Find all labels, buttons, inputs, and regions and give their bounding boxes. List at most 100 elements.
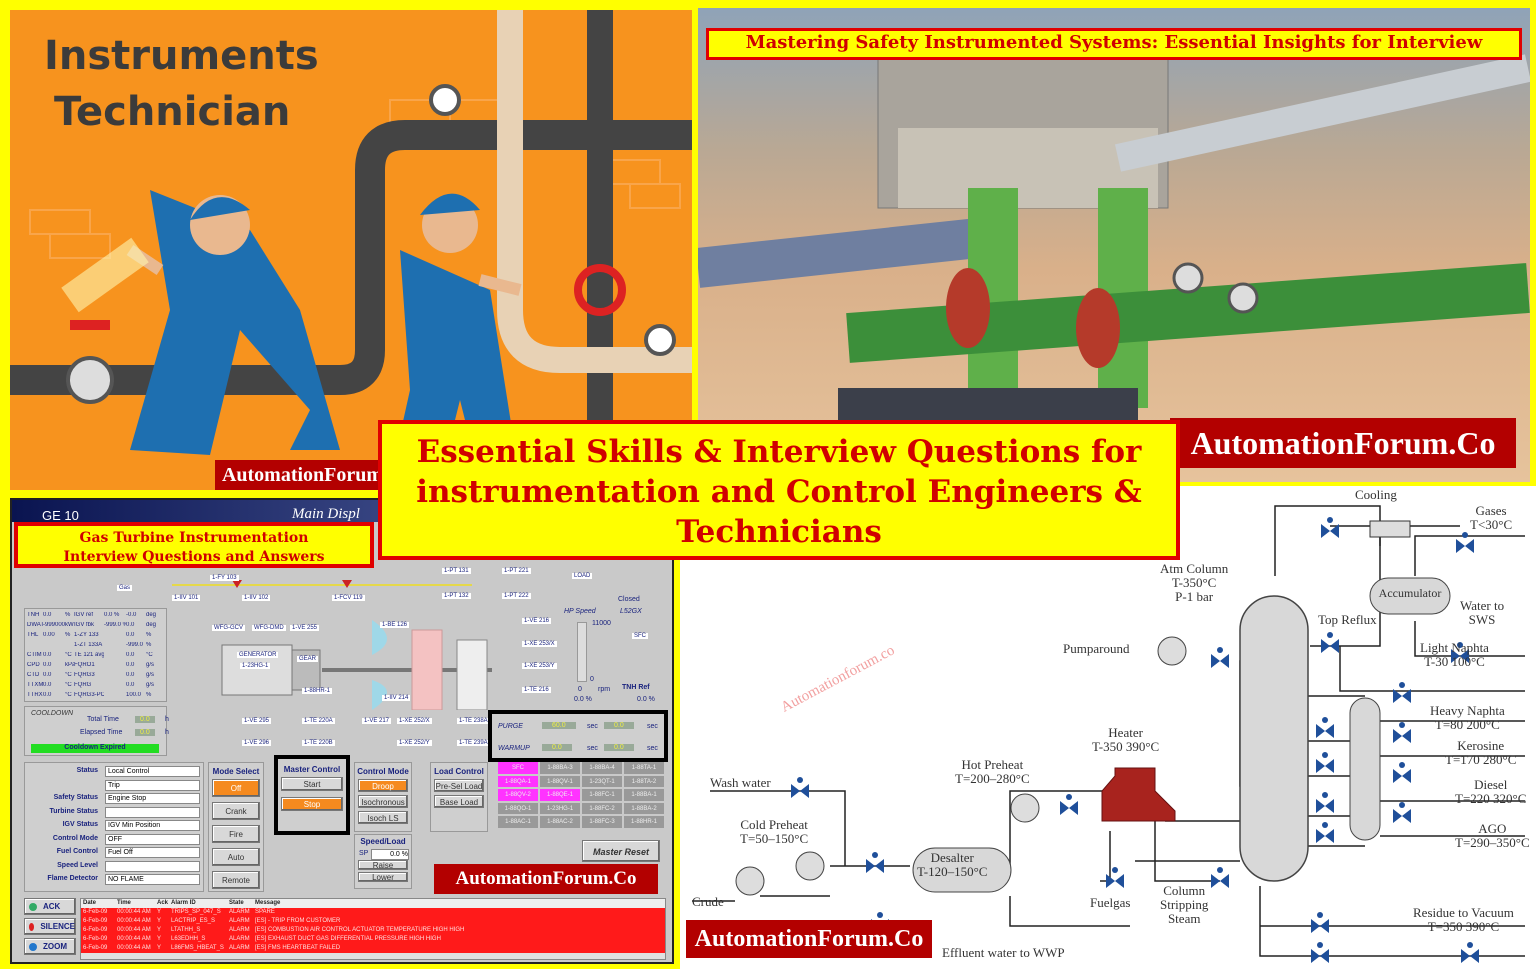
pv-cell: % [146, 642, 152, 648]
cooldown-title: COOLDOWN [31, 710, 73, 717]
instrument-tag: 1-VE 295 [242, 718, 272, 724]
lower-button[interactable]: Lower [358, 872, 408, 882]
motor-status-cell: 1-23HG-1 [540, 802, 580, 815]
cold-preheat-exchanger [795, 851, 825, 881]
column-header: Ack [157, 900, 169, 906]
warmup-value: 0.0 [542, 744, 572, 751]
instrument-tag: 1-VE 255 [290, 625, 320, 631]
alarm-cell: Y [157, 927, 162, 933]
pv-cell: THL [27, 632, 39, 638]
pv-cell: °C [65, 672, 72, 678]
pv-cell: g/s [146, 682, 155, 688]
isoch-ls-button[interactable]: Isoch LS [358, 811, 408, 824]
pv-cell: IGV fbk [74, 622, 95, 628]
l52gx-label: L52GX [620, 608, 642, 615]
pv-cell: 0.0 [126, 682, 135, 688]
alarm-cell: Y [157, 918, 162, 924]
alarm-cell: ALARM [229, 909, 250, 915]
pv-cell: CTD [27, 672, 40, 678]
isochronous-button[interactable]: Isochronous [358, 795, 408, 808]
start-button[interactable]: Start [281, 777, 343, 791]
valve-actuator-icon [1112, 867, 1118, 873]
master-reset-button[interactable]: Master Reset [582, 840, 660, 862]
valve-actuator-icon [1066, 794, 1072, 800]
instrument-tag: 1-TE 220A [302, 718, 335, 724]
warmup-value-2: 0.0 [604, 744, 634, 751]
status-label: Flame Detector [47, 875, 98, 882]
instrument-tag: 1-IIV 101 [172, 595, 201, 601]
control-valve-icon [1316, 724, 1334, 738]
valve-actuator-icon [1322, 822, 1328, 828]
crank-button[interactable]: Crank [212, 802, 260, 820]
accumulator-label: Accumulator [1378, 586, 1442, 600]
alarm-cell: Y [157, 945, 162, 951]
pv-cell: DWATT [27, 622, 43, 628]
status-field: Engine Stop [105, 793, 200, 804]
instrument-tag: 1-VE 296 [242, 740, 272, 746]
sis-banner: Mastering Safety Instrumented Systems: E… [706, 28, 1522, 60]
droop-button[interactable]: Droop [358, 779, 408, 792]
pv-cell: 0.0 [126, 672, 135, 678]
control-valve-icon [1456, 539, 1474, 553]
pv-cell: 0.0 [43, 652, 52, 658]
title-line-3: Technicians [676, 514, 882, 550]
pv-cell: % [65, 632, 71, 638]
ack-icon [29, 902, 37, 911]
motor-status-cell: 1-88QV-2 [498, 789, 538, 801]
base-load-button[interactable]: Base Load [434, 795, 484, 808]
pv-cell: % [65, 612, 71, 618]
instrument-tag: 1-XE 253/X [522, 641, 557, 647]
pre-sel-load-button[interactable]: Pre-Sel Load [434, 779, 484, 792]
silence-button[interactable]: SILENCE [24, 918, 76, 935]
valve-actuator-icon [1317, 912, 1323, 918]
ack-button[interactable]: ACK [24, 898, 76, 915]
valve-actuator-icon [1327, 517, 1333, 523]
valve-actuator-icon [797, 777, 803, 783]
fire-button[interactable]: Fire [212, 825, 260, 843]
watermark: AutomationForum [215, 460, 390, 490]
remote-button[interactable]: Remote [212, 871, 260, 889]
instrument-tag: 1-PT 132 [442, 593, 471, 599]
pv-cell: °C [65, 692, 72, 698]
motor-status-cell: 1-88FC-1 [582, 789, 622, 801]
control-valve-icon [1461, 949, 1479, 963]
instrument-tag: 1-XE 252/X [397, 718, 432, 724]
instrument-tag: 1-IIV 102 [242, 595, 271, 601]
auto-button[interactable]: Auto [212, 848, 260, 866]
motor-status-cell: 1-88HR-1 [624, 816, 664, 828]
process-value-row: 1-ZT 133A-999.0% [27, 642, 164, 652]
raise-button[interactable]: Raise [358, 860, 408, 870]
control-valve-icon [1393, 769, 1411, 783]
group-title: Master Control [283, 765, 341, 774]
pv-cell: 0.0 [43, 662, 52, 668]
status-field: NO FLAME [105, 874, 200, 885]
pv-cell: 0.00 [43, 632, 55, 638]
motor-status-cell: 1-88FC-2 [582, 802, 622, 815]
off-button[interactable]: Off [212, 779, 260, 797]
setpoint-field[interactable]: 0.0 % [371, 849, 409, 860]
zoom-button[interactable]: ZOOM [24, 938, 76, 955]
stop-button[interactable]: Stop [281, 797, 343, 811]
process-flow-diagram [692, 505, 1525, 963]
pv-cell: CPD [27, 662, 40, 668]
instrument-tag: 1-PT 222 [502, 593, 531, 599]
instrument-tag: WFG-GCV [212, 625, 245, 631]
control-valve-icon [1311, 919, 1329, 933]
